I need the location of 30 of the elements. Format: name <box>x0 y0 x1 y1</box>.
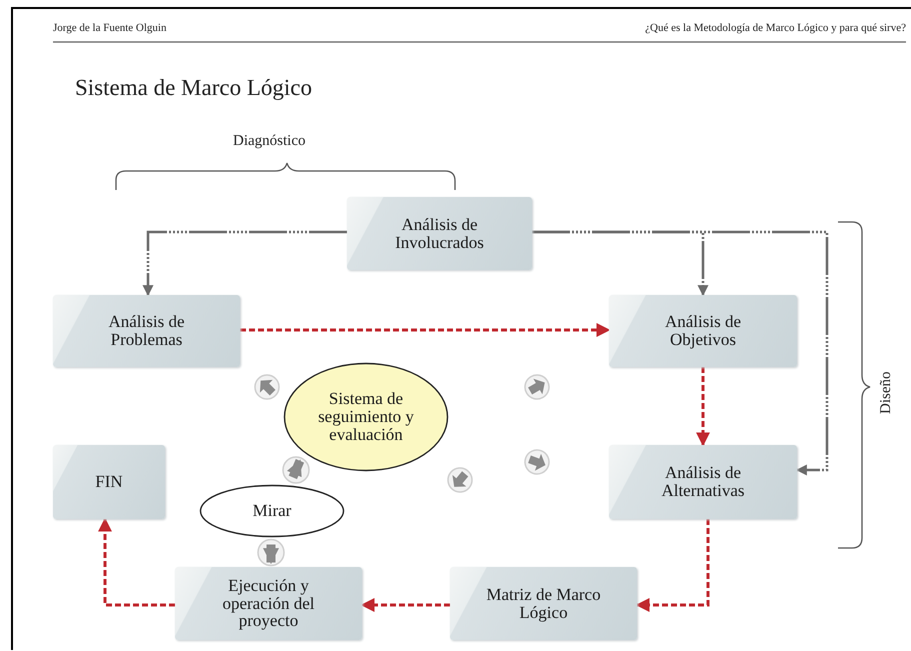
process-box <box>450 567 637 640</box>
process-box <box>53 445 165 519</box>
node-label: Análisis de Involucrados <box>394 216 485 252</box>
node-label: Análisis de Objetivos <box>664 313 742 349</box>
node-label: Matriz de Marco Lógico <box>485 586 602 622</box>
ellipse-node <box>199 484 345 538</box>
ellipse-node <box>283 362 449 472</box>
process-box <box>53 295 240 367</box>
arrow <box>636 519 710 612</box>
node-label: Ejecución y operación del proyecto <box>221 576 316 630</box>
node-label: FIN <box>95 473 123 491</box>
arrow <box>696 367 710 446</box>
bracket-label: Diagnóstico <box>233 133 306 150</box>
process-box <box>609 445 797 519</box>
process-box <box>609 295 797 367</box>
node-label: Mirar <box>252 502 292 520</box>
arrow <box>360 598 450 612</box>
diagram-title: Sistema de Marco Lógico <box>75 75 312 101</box>
connector-arrow <box>142 230 347 296</box>
node-label: Sistema de seguimiento y evaluación <box>317 390 415 444</box>
arrow <box>98 518 175 606</box>
arrow <box>240 323 610 337</box>
header-title: ¿Qué es la Metodología de Marco Lógico y para qué sirve? <box>645 22 906 34</box>
connector-arrow <box>532 230 828 476</box>
process-box <box>347 197 532 270</box>
process-box <box>175 567 362 640</box>
node-label: Análisis de Problemas <box>107 313 186 349</box>
node-label: Análisis de Alternativas <box>660 464 746 500</box>
bracket-label: Diseño <box>878 372 895 414</box>
header-author: Jorge de la Fuente Olguin <box>53 22 166 34</box>
